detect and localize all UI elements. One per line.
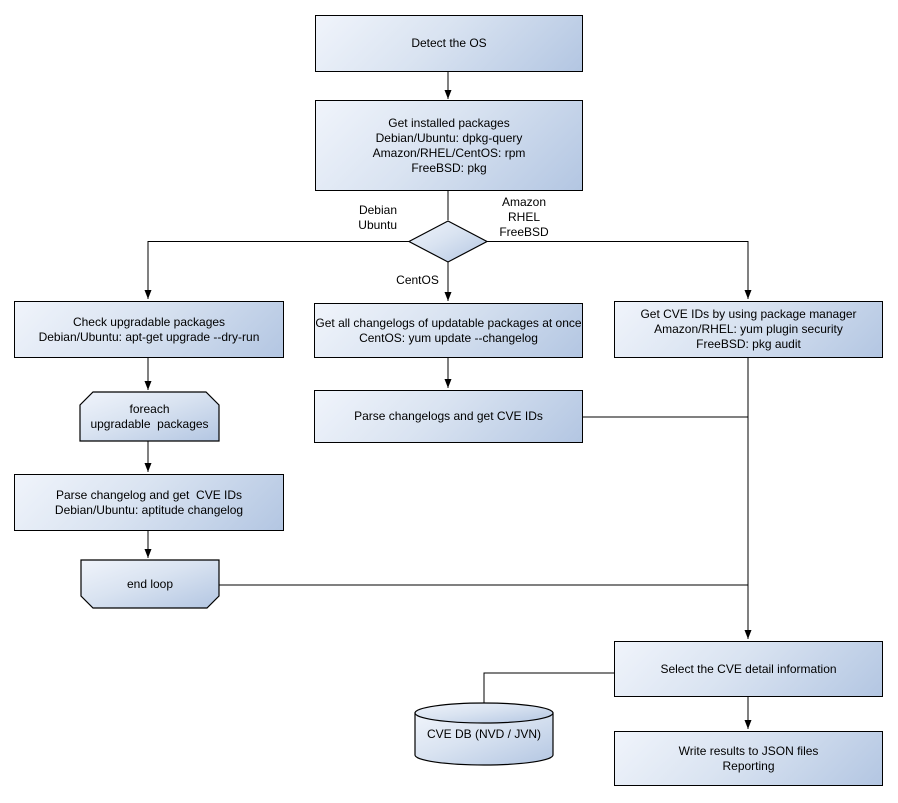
end-loop-shape [80,559,220,609]
edge-cvedb-to-select [483,672,614,713]
special-shapes [79,220,554,766]
decision-diamond [407,220,489,263]
edge-decision-left-branch [144,241,409,299]
database-cylinder-top [414,702,554,724]
edge-decision-right-branch [487,241,752,299]
branch-label-centos: CentOS [396,273,439,287]
node-parse-changelogs-centos: Parse changelogs and get CVE IDs [314,390,583,443]
node-get-all-changelogs-centos: Get all changelogs of updatable packages… [314,303,583,358]
node-get-cve-ids-package-manager: Get CVE IDs by using package manager Ama… [614,301,883,358]
branch-label-amazon-rhel-freebsd: Amazon RHEL FreeBSD [499,195,549,239]
node-detect-os: Detect the OS [315,15,583,72]
node-write-results-reporting: Write results to JSON files Reporting [614,731,883,786]
node-check-upgradable-packages: Check upgradable packages Debian/Ubuntu:… [14,301,284,358]
node-get-installed-packages: Get installed packages Debian/Ubuntu: dp… [315,100,583,191]
database-cylinder-body [414,712,554,766]
branch-label-debian-ubuntu: Debian Ubuntu [358,203,397,232]
node-select-cve-detail: Select the CVE detail information [614,641,883,697]
connectors [144,72,752,729]
node-parse-changelog-debian: Parse changelog and get CVE IDs Debian/U… [14,474,284,531]
foreach-loop-shape [79,391,220,442]
